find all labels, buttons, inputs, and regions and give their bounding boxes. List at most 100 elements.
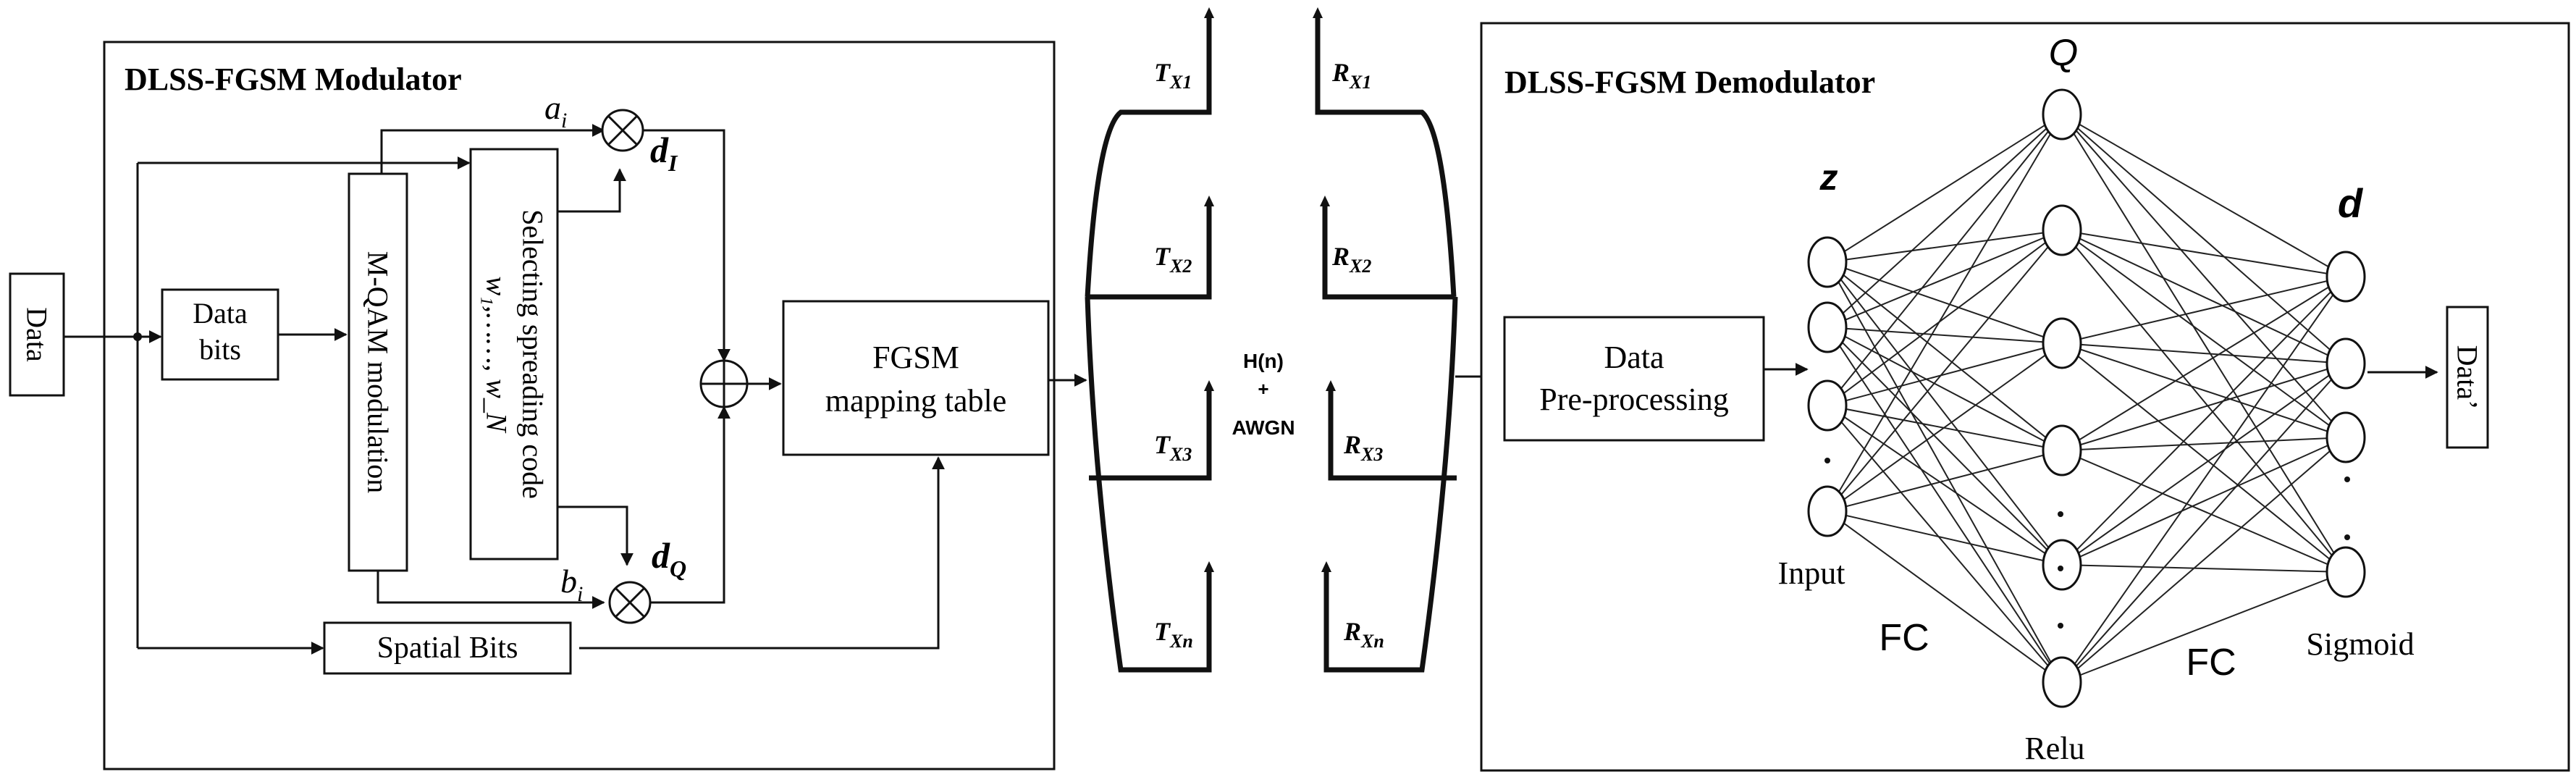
fc2-edge <box>2061 437 2346 566</box>
data-bits-label-2: bits <box>199 333 241 366</box>
adder-icon <box>699 359 749 408</box>
fc1-edge <box>1827 114 2063 406</box>
input-label: Input <box>1778 555 1845 591</box>
data-bits-box <box>161 288 279 381</box>
channel-label-1: H(n) <box>1243 350 1284 372</box>
fc2-edge <box>2061 564 2346 573</box>
fc1-edge <box>1827 511 2063 566</box>
fc1-edge <box>1827 230 2063 406</box>
fc1-edge <box>1827 230 2063 263</box>
preproc-label-1: Data <box>1604 340 1664 375</box>
nn-nodes <box>1807 88 2366 708</box>
hidden-node <box>2042 424 2082 476</box>
fc2-edge <box>2061 114 2346 277</box>
input-node <box>1807 236 1848 288</box>
fc1-edge <box>1827 405 2063 683</box>
channel-label-2: + <box>1258 378 1268 400</box>
dq-label: dQ <box>652 535 686 581</box>
preproc-label-2: Pre-processing <box>1539 382 1729 417</box>
ai-line <box>380 124 605 174</box>
fc1-edge <box>1827 230 2063 328</box>
rx3-label: RX3 <box>1343 430 1383 465</box>
fc1-edge <box>1827 343 2063 406</box>
sigmoid-label: Sigmoid <box>2306 626 2414 662</box>
fc1-edge <box>1827 327 2063 566</box>
di-to-adder <box>643 129 731 362</box>
spatial-to-fgsm-arrow <box>579 456 945 650</box>
fc2-edge <box>2061 114 2346 438</box>
fc2-edge <box>2061 276 2346 566</box>
input-node <box>1807 379 1848 432</box>
fc2-edge <box>2061 437 2346 451</box>
fc2-label: FC <box>2186 642 2236 684</box>
multiplier-i-icon <box>601 109 644 152</box>
txn-label: TXn <box>1154 617 1193 652</box>
relu-label: Relu <box>2024 731 2084 766</box>
mqam-label: M-QAM modulation <box>362 251 395 493</box>
fc2-edge <box>2061 230 2346 364</box>
hidden-node <box>2042 656 2082 708</box>
spreading-code-label: Selecting spreading code <box>517 209 550 499</box>
dq-to-adder <box>650 406 731 604</box>
fc1-edge <box>1827 343 2063 512</box>
rxn-label: RXn <box>1343 617 1384 652</box>
fc1-edge <box>1827 114 2063 512</box>
fc1-edge <box>1827 405 2063 566</box>
spreading-codes-label: w₁,……, w_N <box>481 276 513 433</box>
d-label: d <box>2338 180 2364 226</box>
spatial-bits-label: Spatial Bits <box>377 631 518 665</box>
output-node <box>2325 546 2366 598</box>
hidden-ellipsis-dot <box>2058 566 2063 571</box>
di-label: dI <box>650 130 678 176</box>
rx1-label: RX1 <box>1331 58 1371 93</box>
modulator-title: DLSS-FGSM Modulator <box>125 62 462 97</box>
hidden-ellipsis-dot <box>2058 511 2063 517</box>
fc2-edge <box>2061 343 2346 573</box>
output-ellipsis-dot <box>2344 534 2350 540</box>
output-node <box>2325 251 2366 303</box>
hidden-ellipsis-dot <box>2058 623 2063 629</box>
multiplier-q-icon <box>608 581 652 624</box>
fc2-edge <box>2061 230 2346 438</box>
fc2-edge <box>2061 437 2346 683</box>
tx3-label: TX3 <box>1154 430 1192 465</box>
fgsm-label-2: mapping table <box>825 383 1007 419</box>
data-bits-label-1: Data <box>193 297 248 329</box>
hidden-node <box>2042 204 2082 256</box>
nn-connections <box>1827 114 2346 683</box>
tx-antenna-array <box>1085 18 1212 673</box>
fc2-edge <box>2061 276 2346 451</box>
fc1-edge <box>1827 261 2063 451</box>
tx1-label: TX1 <box>1154 58 1192 93</box>
input-ellipsis-dot <box>1824 458 1830 463</box>
output-node <box>2325 337 2366 390</box>
fc2-edge <box>2061 343 2346 364</box>
output-ellipsis-dot <box>2344 476 2350 482</box>
fgsm-mapping-box <box>782 300 1050 456</box>
fc1-edge <box>1827 327 2063 344</box>
data-output-label: Data’ <box>2451 345 2484 410</box>
fc2-edge <box>2061 363 2346 451</box>
rx2-label: RX2 <box>1331 242 1371 277</box>
tx2-label: TX2 <box>1154 242 1192 277</box>
data-output-box <box>2446 306 2489 449</box>
fc2-edge <box>2061 230 2346 277</box>
spread-to-mult-i <box>557 168 626 213</box>
fc1-edge <box>1827 114 2063 263</box>
rx-antenna-array <box>1315 18 1458 673</box>
hidden-node <box>2042 88 2082 140</box>
fc2-edge <box>2061 276 2346 683</box>
ai-label: ai <box>544 89 567 133</box>
fc2-edge <box>2061 114 2346 573</box>
bi-line <box>376 571 605 609</box>
fc1-edge <box>1827 450 2063 512</box>
antenna-tips <box>1204 7 1336 572</box>
fc1-edge <box>1827 327 2063 451</box>
fc1-edge <box>1827 261 2063 683</box>
output-node <box>2325 411 2366 463</box>
input-node <box>1807 485 1848 537</box>
hidden-node <box>2042 317 2082 369</box>
hidden-node <box>2042 539 2082 591</box>
preprocessing-box <box>1503 316 1765 442</box>
